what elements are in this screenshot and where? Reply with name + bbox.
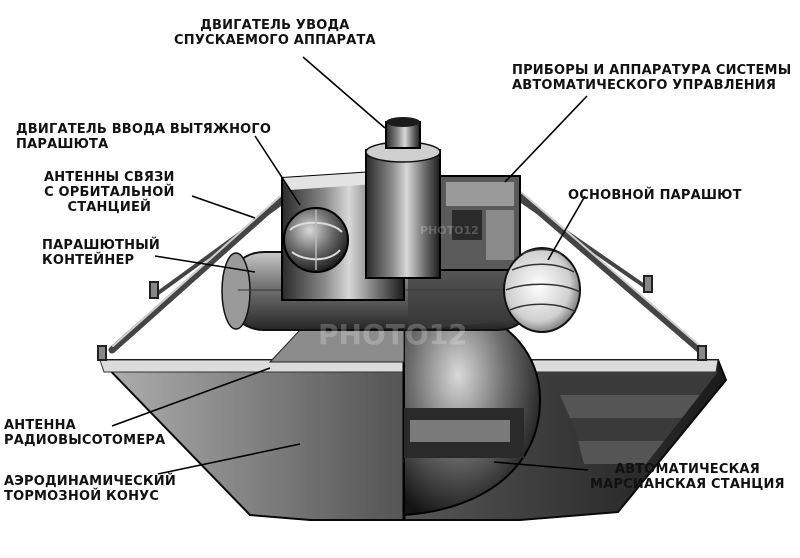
label-radar-altimeter-antenna: АНТЕННА РАДИОВЫСОТОМЕРА [4, 418, 166, 448]
struts [108, 191, 704, 354]
leader-lines [111, 56, 589, 475]
strut-highlights [112, 191, 701, 347]
watermark-small: PHOTO12 [420, 224, 479, 237]
label-main-parachute: ОСНОВНОЙ ПАРАШЮТ [568, 188, 742, 203]
instrument-bay [439, 175, 521, 271]
descent-engine [365, 117, 441, 279]
watermark: PHOTO12 [318, 318, 468, 351]
label-aero-brake-cone: АЭРОДИНАМИЧЕСКИЙ ТОРМОЗНОЙ КОНУС [4, 474, 176, 504]
pilot-chute-ball [283, 207, 349, 273]
label-control-system: ПРИБОРЫ И АППАРАТУРА СИСТЕМЫ АВТОМАТИЧЕС… [512, 63, 792, 93]
label-mars-station: АВТОМАТИЧЕСКАЯ МАРСИАНСКАЯ СТАНЦИЯ [590, 462, 785, 492]
antenna-brackets [97, 275, 707, 361]
label-parachute-container: ПАРАШЮТНЫЙ КОНТЕЙНЕР [42, 238, 160, 268]
label-comm-antennas: АНТЕННЫ СВЯЗИ С ОРБИТАЛЬНОЙ СТАНЦИЕЙ [44, 170, 175, 215]
label-descent-engine: ДВИГАТЕЛЬ УВОДА СПУСКАЕМОГО АППАРАТА [174, 18, 376, 48]
main-parachute [503, 247, 581, 333]
label-pilot-chute-engine: ДВИГАТЕЛЬ ВВОДА ВЫТЯЖНОГО ПАРАШЮТА [16, 122, 272, 152]
